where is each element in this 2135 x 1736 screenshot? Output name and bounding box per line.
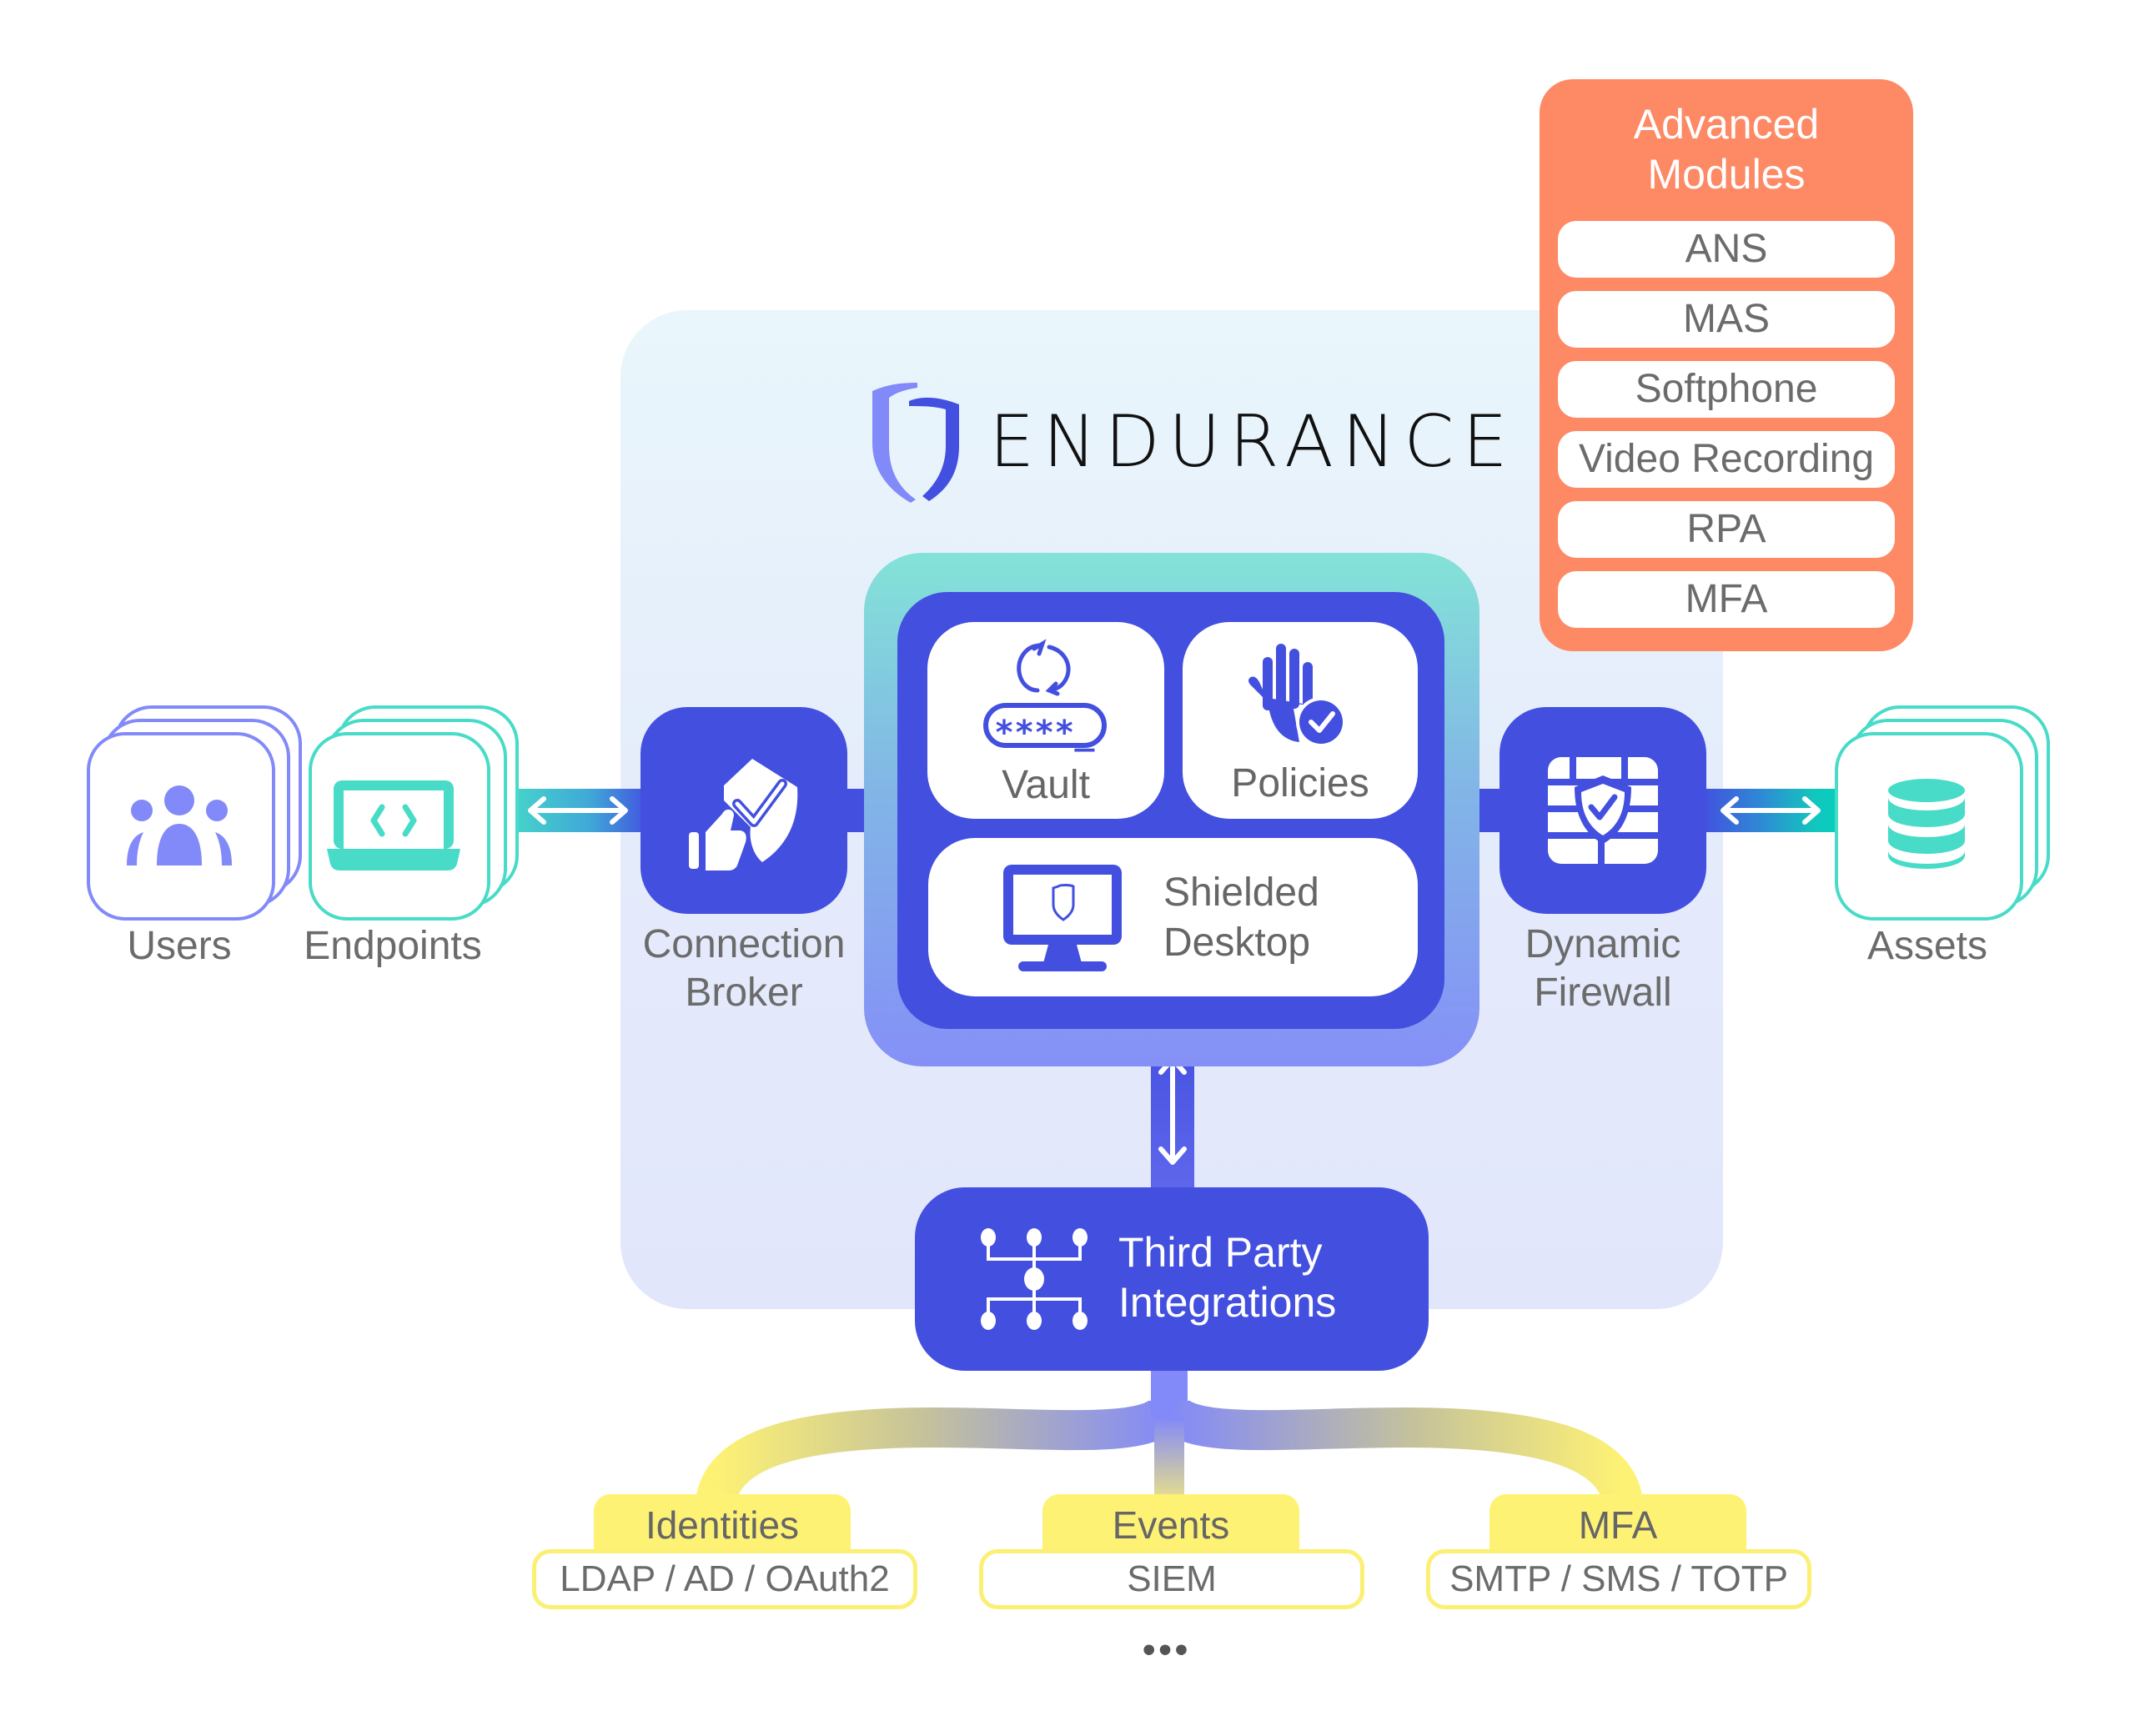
connection-broker-node[interactable] [640,707,847,914]
module-item[interactable]: RPA [1558,501,1895,558]
vault-label: Vault [1002,763,1090,807]
brand-name: ENDURANCE [989,400,1516,484]
policies-label: Policies [1231,761,1369,805]
more-integrations-ellipsis: ••• [1143,1629,1192,1670]
vertical-bidirectional-arrow-icon [1158,1056,1187,1165]
dynamic-firewall-label: Dynamic Firewall [1525,922,1681,1015]
advanced-modules-panel: Advanced Modules ANS MAS Softphone Video… [1540,79,1913,651]
module-item[interactable]: MFA [1558,571,1895,628]
endpoints-label: Endpoints [304,924,482,968]
integration-detail: SMTP / SMS / TOTP [1426,1549,1811,1609]
network-tree-icon [981,1228,1088,1330]
firewall-shield-icon [1548,757,1658,864]
brand-logo: ENDURANCE [867,379,1516,504]
integration-name: Events [1112,1503,1230,1547]
advanced-modules-title: Advanced Modules [1633,101,1820,198]
third-party-integrations-node[interactable]: Third Party Integrations [915,1187,1429,1371]
shielded-desktop-card[interactable]: Shielded Desktop [928,838,1418,996]
bidirectional-arrow-icon [528,796,628,825]
third-party-integrations-label: Third Party Integrations [1118,1229,1337,1326]
integration-name: Identities [645,1503,800,1547]
vault-password-mask: ****_ [994,714,1095,752]
module-item[interactable]: Video Recording [1558,431,1895,488]
hand-check-icon [1248,644,1346,747]
dynamic-firewall-node[interactable] [1500,707,1706,914]
module-item[interactable]: ANS [1558,221,1895,278]
module-item[interactable]: MAS [1558,291,1895,348]
module-item[interactable]: Softphone [1558,361,1895,418]
bidirectional-arrow-icon [1721,796,1821,825]
shielded-desktop-label: Shielded Desktop [1163,871,1319,965]
integration-detail: LDAP / AD / OAuth2 [532,1549,917,1609]
assets-label: Assets [1866,924,1988,968]
connection-broker-label: Connection Broker [642,922,846,1015]
vault-card[interactable]: ****_ Vault [927,622,1164,819]
shield-icon [872,383,959,503]
users-label: Users [127,924,232,968]
laptop-code-icon [327,780,460,871]
integrations-branch-connector [696,1367,1643,1518]
shield-check-thumbs-up-icon [689,759,798,871]
monitor-shield-icon [1003,865,1122,971]
policies-card[interactable]: Policies [1183,622,1418,819]
users-icon [127,785,232,865]
integration-name: MFA [1578,1503,1658,1547]
database-icon [1888,779,1965,869]
password-rotate-icon [983,639,1107,748]
integration-detail: SIEM [979,1549,1364,1609]
